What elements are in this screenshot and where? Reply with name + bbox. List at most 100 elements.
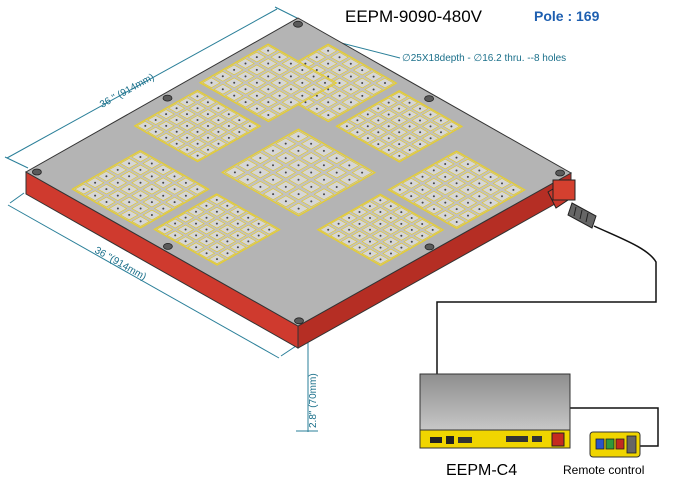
pole-dot [174,234,177,237]
pole-dot [267,101,270,104]
pole-dot [205,252,208,255]
pole-dot [358,222,361,225]
pole-dot [139,207,142,210]
pole-dot [322,149,325,152]
hole-specification: ∅25X18depth - ∅16.2 thru. --8 holes [402,53,566,64]
mounting-holes [32,20,565,325]
pole-dot [421,201,424,204]
pole-dot [186,113,188,116]
pole-dot [150,201,153,204]
control-box-icon [419,373,571,449]
pole-dot [429,113,432,116]
pole-dot [226,252,229,255]
pole-dot [297,149,300,152]
pole-dot [312,88,315,91]
pole-dot [467,201,469,204]
pole-dot [284,200,287,203]
pole-dot [398,188,401,191]
pole-dot [410,217,413,219]
pole-dot [310,171,313,174]
pole-dot [501,195,503,198]
pole-dot [278,69,281,71]
pole-dot [259,171,262,174]
pole-dot [501,182,503,185]
pole-dot [284,157,287,160]
pole-dot [444,188,447,191]
pole-dot [236,246,239,249]
pole-dot [236,234,239,237]
pole-dot [389,240,392,243]
pole-dot [455,221,458,223]
pole-dot [432,169,435,172]
pole-dot [217,107,220,110]
pole-dot [338,69,341,72]
pole-dot [267,75,270,78]
pole-dot [348,164,351,167]
pole-dot [186,101,188,104]
pole-dot [216,246,218,249]
pole-count: Pole : 169 [534,8,600,24]
pole-dot [368,205,371,208]
pole-dot [361,82,364,84]
mounting-hole-icon [32,168,42,176]
pole-dot [398,154,401,157]
pole-dot [165,136,168,139]
pole-dot [267,114,270,116]
pole-dot [216,258,218,261]
pole-dot [387,149,390,151]
pole-dot [255,68,258,71]
pole-dot [369,228,371,231]
pole-dot [377,107,380,110]
pole-block [198,43,338,123]
pole-dot [421,188,424,191]
pole-dot [387,113,390,116]
pole-dot [398,107,401,110]
pole-dot [215,210,218,213]
pole-dot [489,176,492,178]
pole-dot [184,194,187,197]
pole-dot [215,222,218,225]
pole-dot [348,228,351,231]
mounting-hole-icon [555,169,565,177]
pole-dot [419,143,422,146]
pole-dot [165,113,168,116]
pole-dot [139,168,142,171]
pole-dot [432,182,435,185]
pole-dot [226,240,229,243]
pole-dot [247,228,250,231]
pole-dot [398,131,401,134]
pole-dot [184,228,187,231]
pole-dot [227,136,230,139]
pole-dot [173,201,176,204]
pole-dot [221,88,224,91]
pole-dot [210,81,213,84]
pole-dot [421,234,424,237]
pole-dot [419,119,421,122]
pole-dot [207,148,209,151]
pole-dot [301,81,304,84]
pole-dot [186,136,189,139]
pole-dot [195,246,198,249]
pole-dot [154,119,157,121]
pole-dot [105,175,108,178]
pole-dot [366,113,369,116]
pole-dot [259,185,262,188]
pole-dot [327,75,330,78]
pole-dot [358,246,361,249]
pole-dot [315,107,318,110]
pole-dot [257,222,260,225]
pole-dot [278,81,281,84]
pole-dot [150,214,153,216]
pole-dot [444,201,447,204]
mounting-hole-icon [294,317,304,325]
cable-connector-icon [547,179,597,229]
pole-dot [389,228,392,231]
pole-dot [410,195,413,198]
pole-dot [128,213,131,216]
pole-dot [450,125,453,128]
pole-dot [128,188,131,191]
pole-dot [215,198,218,201]
pole-dot [387,125,390,128]
pole-dot [315,56,318,59]
